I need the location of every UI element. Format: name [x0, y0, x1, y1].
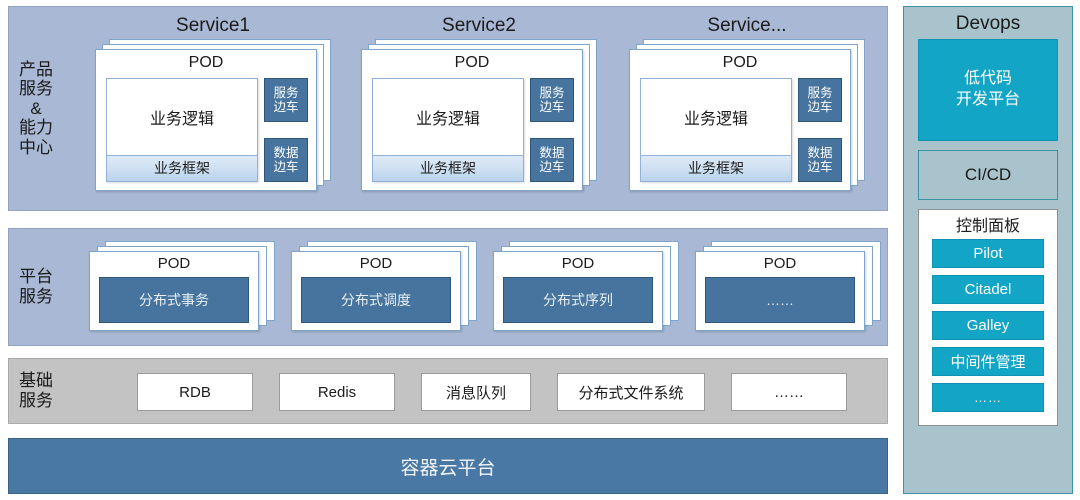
pod-title: POD — [188, 54, 224, 71]
base-item-mq[interactable]: 消息队列 — [421, 373, 531, 411]
base-item-rdb[interactable]: RDB — [137, 373, 253, 411]
business-framework-label: 业务框架 — [107, 155, 257, 181]
pod-title: POD — [561, 255, 595, 272]
container-cloud-platform-bar[interactable]: 容器云平台 — [8, 438, 888, 494]
devops-panel: Devops 低代码 开发平台 CI/CD 控制面板 Pilot Citadel… — [903, 6, 1073, 494]
layer-platform-label: 平台 服务 — [19, 267, 53, 306]
pod-title: POD — [454, 54, 490, 71]
service-title: Service... — [707, 15, 787, 36]
pod-stack: POD 业务逻辑 业务框架 服务 边车 数据 边车 — [361, 39, 597, 197]
service-group-2[interactable]: Service2 POD 业务逻辑 业务框架 服务 边车 — [361, 13, 597, 203]
control-panel-item-citadel[interactable]: Citadel — [932, 275, 1044, 304]
pod-card-front[interactable]: POD 业务逻辑 业务框架 服务 边车 数据 边车 — [95, 49, 317, 191]
pod-title: POD — [359, 255, 393, 272]
pod-card-front[interactable]: POD 分布式序列 — [493, 251, 663, 331]
business-framework-label: 业务框架 — [641, 155, 791, 181]
platform-service-label: 分布式调度 — [301, 277, 451, 323]
pod-body: 业务逻辑 业务框架 服务 边车 数据 边车 — [106, 78, 308, 182]
business-logic-label: 业务逻辑 — [415, 111, 480, 128]
sidecar-column: 服务 边车 数据 边车 — [264, 78, 308, 182]
data-sidecar[interactable]: 数据 边车 — [264, 138, 308, 182]
business-logic-box: 业务逻辑 业务框架 — [106, 78, 258, 182]
base-item-redis[interactable]: Redis — [279, 373, 395, 411]
pod-card-front[interactable]: POD 分布式事务 — [89, 251, 259, 331]
pod-stack: POD …… — [695, 241, 881, 335]
business-logic-box: 业务逻辑 业务框架 — [372, 78, 524, 182]
layer-base: 基础 服务 RDB Redis 消息队列 分布式文件系统 …… — [8, 358, 888, 424]
layer-service: 产品 服务 & 能力 中心 Service1 POD 业务逻辑 业务框架 — [8, 6, 888, 211]
pod-stack: POD 分布式调度 — [291, 241, 477, 335]
business-logic-label: 业务逻辑 — [683, 111, 748, 128]
data-sidecar[interactable]: 数据 边车 — [798, 138, 842, 182]
pod-body: 业务逻辑 业务框架 服务 边车 数据 边车 — [372, 78, 574, 182]
business-logic-label: 业务逻辑 — [149, 111, 214, 128]
service-sidecar[interactable]: 服务 边车 — [264, 78, 308, 122]
pod-title: POD — [763, 255, 797, 272]
pod-stack: POD 业务逻辑 业务框架 服务 边车 数据 边车 — [95, 39, 331, 197]
service-sidecar[interactable]: 服务 边车 — [530, 78, 574, 122]
layer-service-label: 产品 服务 & 能力 中心 — [19, 59, 53, 157]
pod-title: POD — [722, 54, 758, 71]
business-logic-box: 业务逻辑 业务框架 — [640, 78, 792, 182]
pod-card-front[interactable]: POD 分布式调度 — [291, 251, 461, 331]
service-title: Service2 — [442, 15, 516, 36]
pod-card-front[interactable]: POD …… — [695, 251, 865, 331]
pod-stack: POD 业务逻辑 业务框架 服务 边车 数据 边车 — [629, 39, 865, 197]
platform-pod-4[interactable]: POD …… — [695, 241, 881, 335]
control-panel-item-middleware[interactable]: 中间件管理 — [932, 347, 1044, 376]
control-panel-item-more[interactable]: …… — [932, 383, 1044, 412]
service-group-3[interactable]: Service... POD 业务逻辑 业务框架 服务 边车 — [629, 13, 865, 203]
control-panel-title: 控制面板 — [955, 218, 1020, 235]
service-group-1[interactable]: Service1 POD 业务逻辑 业务框架 服务 边车 — [95, 13, 331, 203]
service-title: Service1 — [176, 15, 250, 36]
pod-card-front[interactable]: POD 业务逻辑 业务框架 服务 边车 数据 边车 — [361, 49, 583, 191]
platform-pod-2[interactable]: POD 分布式调度 — [291, 241, 477, 335]
platform-stack-column: 产品 服务 & 能力 中心 Service1 POD 业务逻辑 业务框架 — [8, 6, 888, 494]
pod-title: POD — [157, 255, 191, 272]
sidecar-column: 服务 边车 数据 边车 — [798, 78, 842, 182]
layer-platform: 平台 服务 POD 分布式事务 POD 分布式调度 — [8, 228, 888, 346]
platform-service-label: …… — [705, 277, 855, 323]
devops-title: Devops — [955, 13, 1021, 34]
layer-base-label: 基础 服务 — [19, 371, 53, 410]
pod-body: 业务逻辑 业务框架 服务 边车 数据 边车 — [640, 78, 842, 182]
platform-service-label: 分布式事务 — [99, 277, 249, 323]
service-sidecar[interactable]: 服务 边车 — [798, 78, 842, 122]
platform-pod-3[interactable]: POD 分布式序列 — [493, 241, 679, 335]
data-sidecar[interactable]: 数据 边车 — [530, 138, 574, 182]
pod-stack: POD 分布式事务 — [89, 241, 275, 335]
low-code-platform-box[interactable]: 低代码 开发平台 — [918, 39, 1058, 141]
platform-service-label: 分布式序列 — [503, 277, 653, 323]
base-item-dfs[interactable]: 分布式文件系统 — [557, 373, 705, 411]
pod-stack: POD 分布式序列 — [493, 241, 679, 335]
business-framework-label: 业务框架 — [373, 155, 523, 181]
pod-card-front[interactable]: POD 业务逻辑 业务框架 服务 边车 数据 边车 — [629, 49, 851, 191]
control-panel-box: 控制面板 Pilot Citadel Galley 中间件管理 …… — [918, 209, 1058, 426]
control-panel-item-galley[interactable]: Galley — [932, 311, 1044, 340]
platform-pod-1[interactable]: POD 分布式事务 — [89, 241, 275, 335]
cicd-box[interactable]: CI/CD — [918, 150, 1058, 200]
base-item-more[interactable]: …… — [731, 373, 847, 411]
control-panel-item-pilot[interactable]: Pilot — [932, 239, 1044, 268]
sidecar-column: 服务 边车 数据 边车 — [530, 78, 574, 182]
